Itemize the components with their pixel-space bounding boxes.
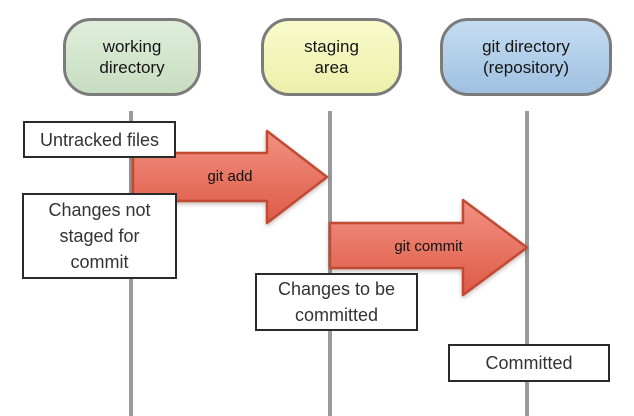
column-pill-staging-area: staging area xyxy=(261,18,402,96)
git-commit-arrow-shape xyxy=(328,198,529,297)
state-box-untracked-files: Untracked files xyxy=(23,121,176,158)
git-commit-arrow-label: git commit xyxy=(394,238,463,255)
git-commit-arrow-icon xyxy=(328,198,529,297)
state-box-changes-not-staged: Changes not staged for commit xyxy=(22,193,177,279)
git-add-arrow-label: git add xyxy=(207,168,253,185)
state-box-changes-to-be-committed: Changes to be committed xyxy=(255,273,418,331)
state-box-committed: Committed xyxy=(448,344,610,382)
lifeline-git-directory xyxy=(525,111,529,416)
column-pill-git-directory: git directory (repository) xyxy=(440,18,612,96)
column-pill-working-directory: working directory xyxy=(63,18,201,96)
